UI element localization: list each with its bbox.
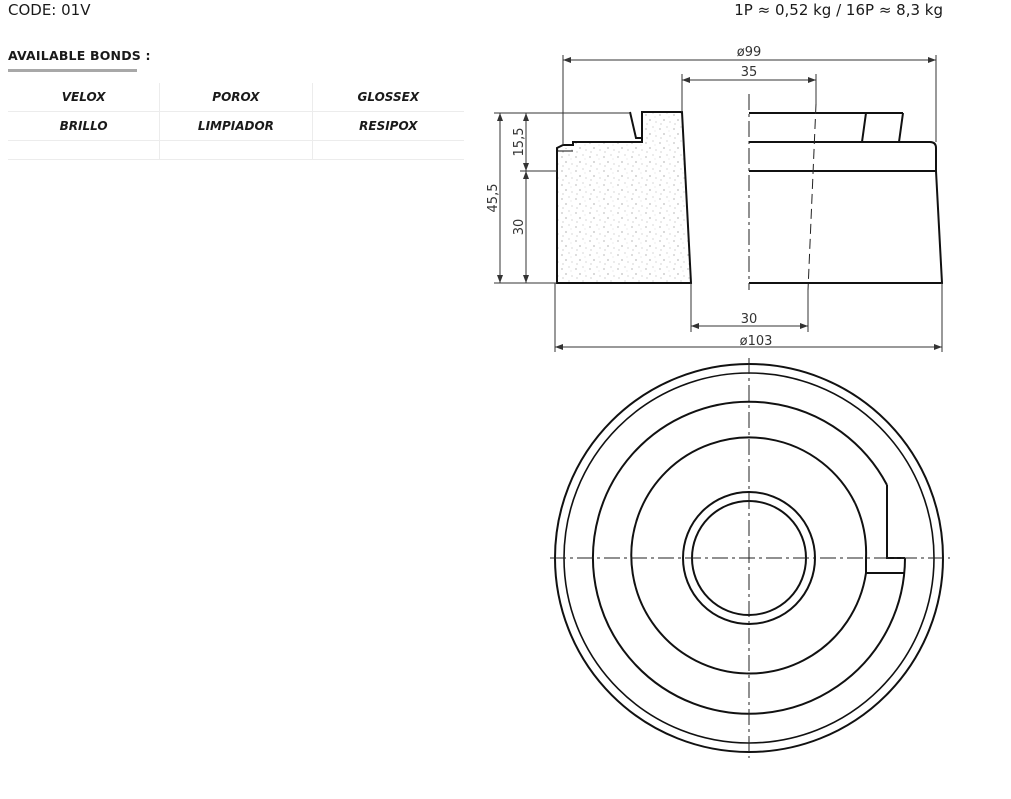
side-view (749, 112, 944, 284)
groove-outer (592, 400, 906, 715)
bond-cell: VELOX (8, 83, 160, 112)
dim-bore-bottom: 30 (741, 312, 758, 327)
bond-cell: BRILLO (8, 111, 160, 141)
bonds-title: AVAILABLE BONDS : (8, 48, 151, 63)
section-view (556, 111, 693, 284)
bond-cell-empty (159, 140, 313, 160)
section-outline (556, 111, 693, 284)
dim-height-upper: 15,5 (512, 128, 527, 157)
bond-cell: LIMPIADOR (159, 111, 313, 141)
bonds-row: VELOX POROX GLOSSEX (8, 83, 464, 112)
bond-cell-empty (8, 140, 160, 160)
dim-bore-top: 35 (741, 65, 758, 80)
dimension-lines (494, 55, 943, 352)
bond-cell-empty (311, 140, 464, 160)
groove-inner (630, 436, 867, 675)
bond-cell: GLOSSEX (311, 83, 464, 112)
section-hatch (557, 112, 691, 283)
dim-height-lower: 30 (512, 219, 527, 236)
bonds-row: BRILLO LIMPIADOR RESIPOX (8, 111, 464, 141)
weight-info: 1P ≈ 0,52 kg / 16P ≈ 8,3 kg (734, 1, 943, 19)
bonds-title-underline (8, 69, 137, 72)
bonds-row-empty (8, 140, 464, 160)
dim-top-diameter: ø99 (737, 45, 762, 60)
bond-cell: POROX (159, 83, 313, 112)
bond-cell: RESIPOX (311, 111, 464, 141)
dim-height-total: 45,5 (486, 184, 501, 213)
bonds-table: VELOX POROX GLOSSEX BRILLO LIMPIADOR RES… (8, 83, 464, 160)
dim-bottom-diameter: ø103 (740, 334, 773, 349)
product-code: CODE: 01V (8, 1, 91, 19)
